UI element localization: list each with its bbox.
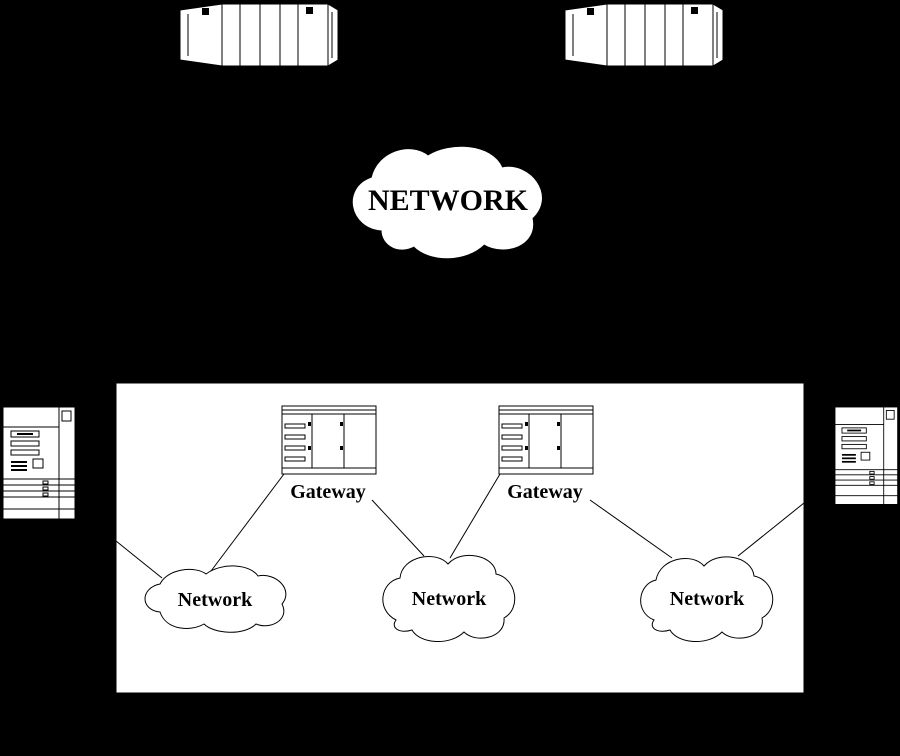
network-3: Network xyxy=(640,556,774,643)
disk-array-icon-left xyxy=(179,3,339,67)
server-tower-icon-left xyxy=(2,406,76,520)
network-cloud-icon xyxy=(640,556,774,643)
network-2-label: Network xyxy=(412,588,487,610)
network-cloud-icon xyxy=(382,554,516,643)
server-tower-icon-right xyxy=(834,406,899,506)
gateway-2: Gateway xyxy=(498,405,594,503)
gateway-1: Gateway xyxy=(281,405,377,503)
gateway-router-icon xyxy=(281,405,377,475)
internet-panel xyxy=(115,382,805,694)
network-1: Network xyxy=(144,565,287,633)
gateway-1-label: Gateway xyxy=(290,481,366,503)
main-network-cloud: NETWORK xyxy=(352,146,542,259)
network-cloud-icon xyxy=(144,565,287,633)
disk-array-icon-right xyxy=(564,3,724,67)
network-3-label: Network xyxy=(670,588,745,610)
main-network-label: NETWORK xyxy=(368,184,529,217)
network-2: Network xyxy=(382,554,516,643)
gateway-2-label: Gateway xyxy=(507,481,583,503)
gateway-router-icon xyxy=(498,405,594,475)
network-cloud-icon xyxy=(352,146,542,259)
network-1-label: Network xyxy=(178,589,253,611)
connection-lines xyxy=(115,473,805,579)
